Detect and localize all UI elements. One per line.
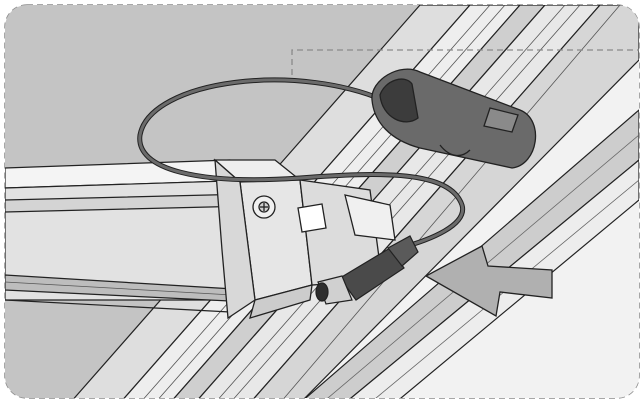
plug-body (371, 68, 537, 169)
mounting-bracket (213, 158, 396, 320)
insert-direction-arrow (424, 245, 553, 318)
small-connector (315, 235, 419, 305)
callout-dashed-line (291, 49, 639, 75)
